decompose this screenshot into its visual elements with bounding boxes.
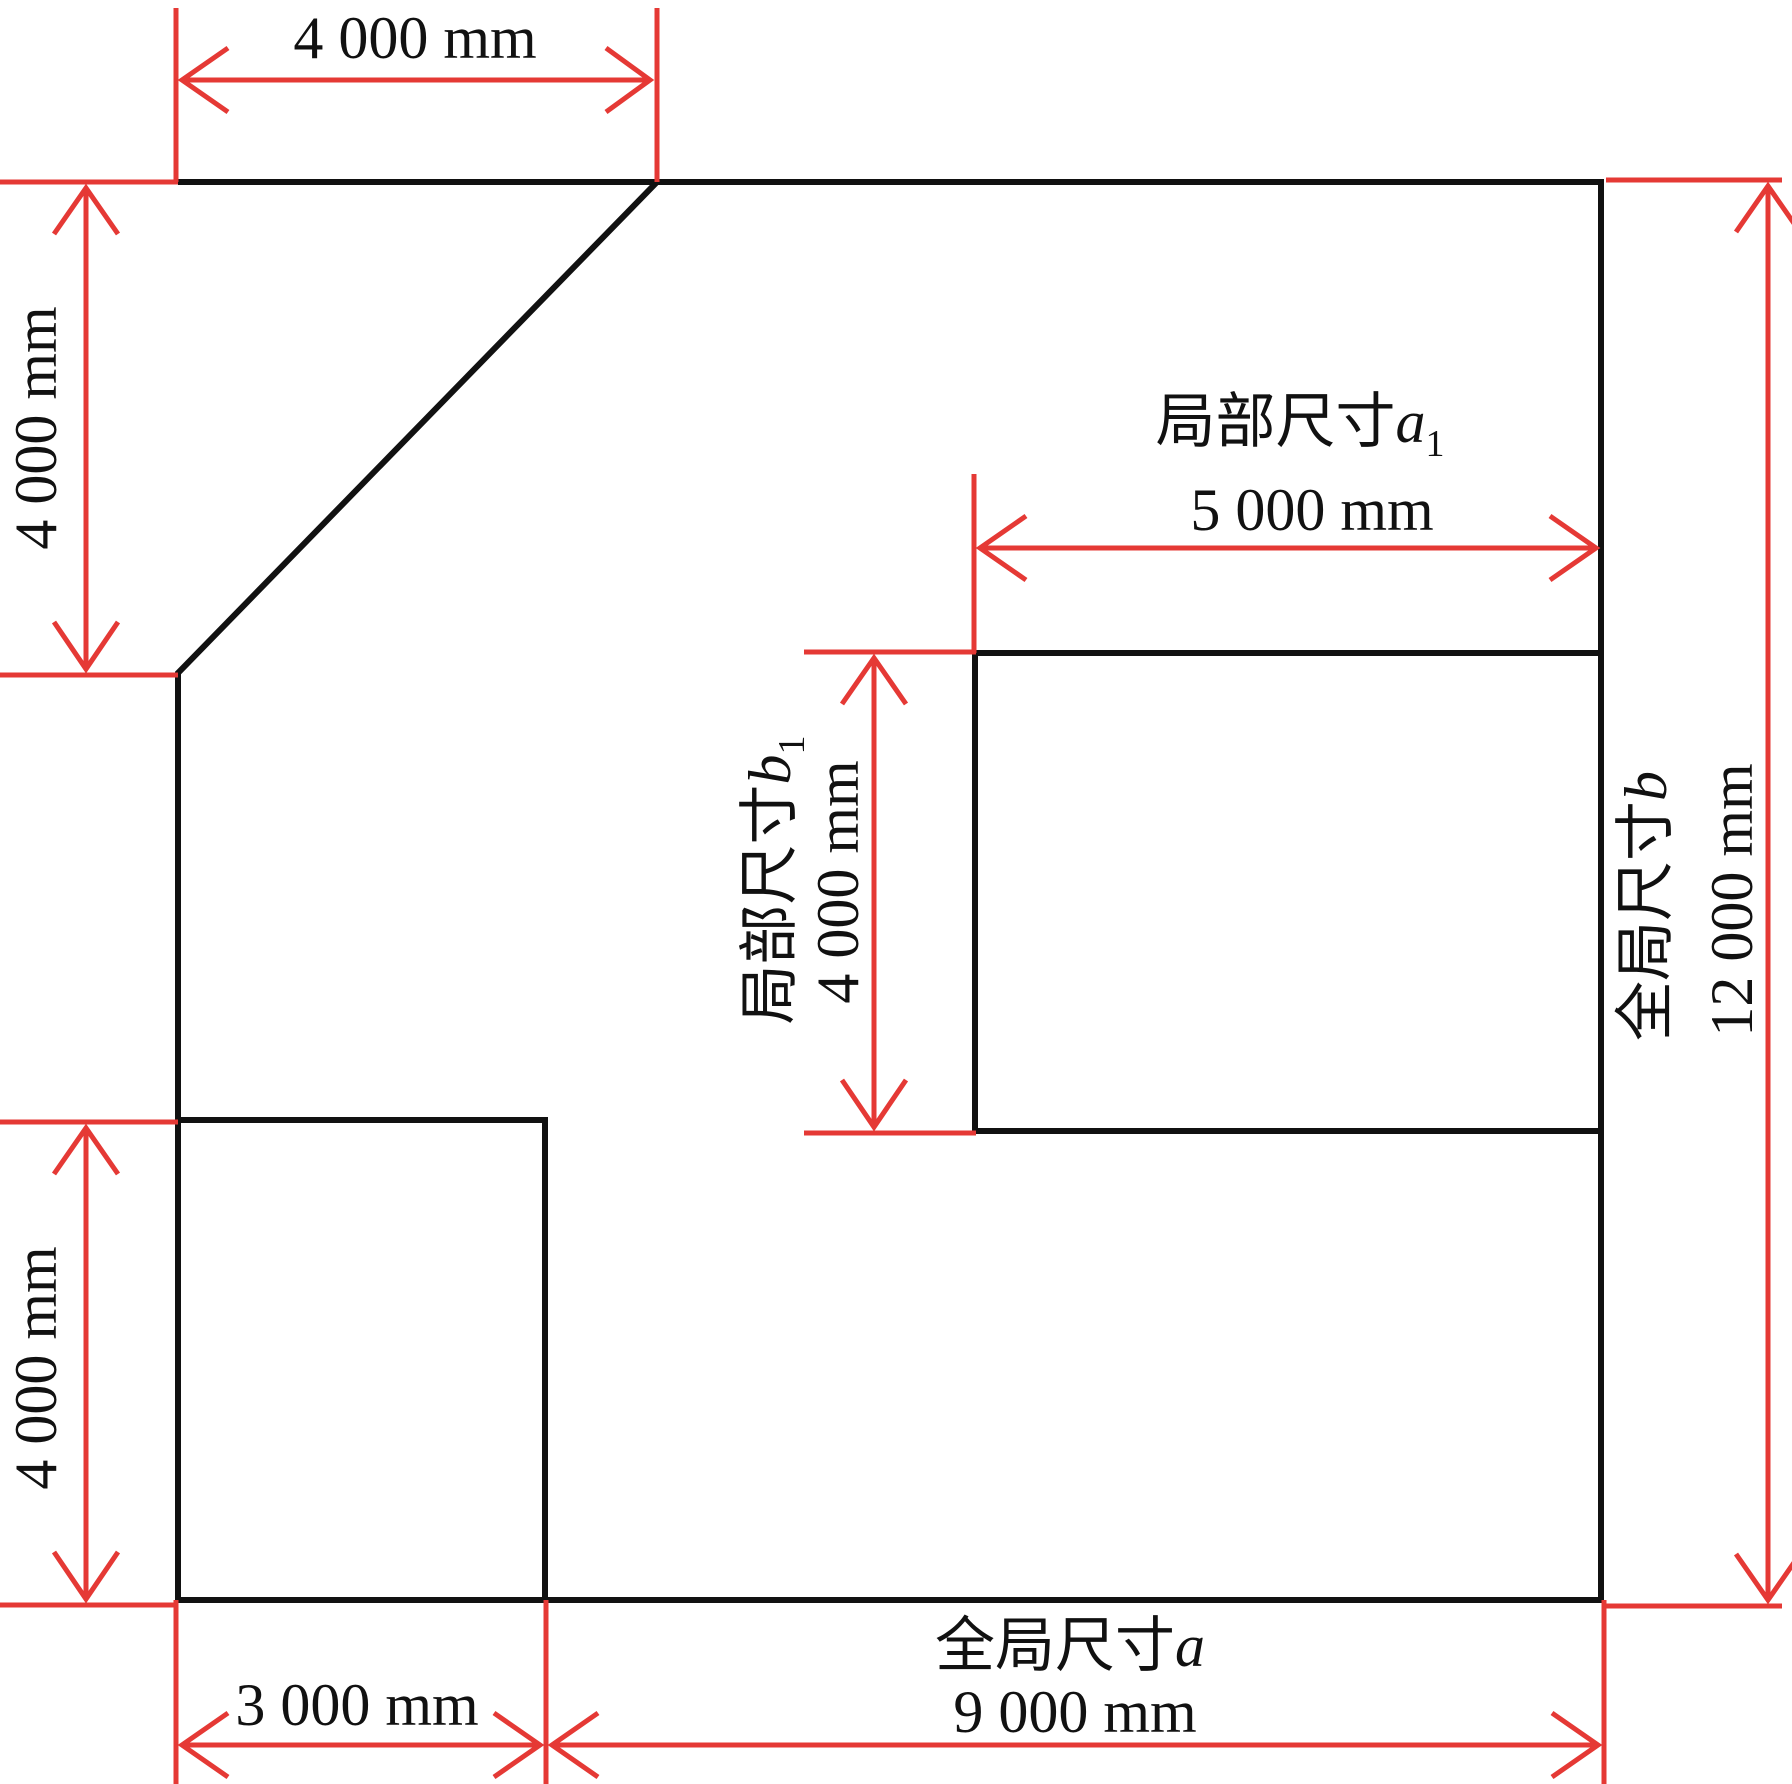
label-local-b1-value: 4 000 mm [805, 760, 871, 1003]
dim-left-bottom-height [0, 1119, 178, 1608]
label-global-b: 全局尺寸b [1613, 771, 1679, 1041]
local-b1-title: 局部尺寸 [737, 785, 803, 1025]
outer-boundary [175, 179, 1604, 1603]
local-a1-subscript: 1 [1426, 423, 1445, 465]
dim-bottom [173, 1600, 1607, 1784]
inner-rect-right [972, 650, 1604, 1134]
global-b-symbol: b [1613, 771, 1679, 801]
dimension-lines [0, 8, 1792, 1784]
dim-left-top-height [0, 179, 178, 678]
label-global-a: 全局尺寸a [935, 1613, 1205, 1679]
label-local-a1: 局部尺寸a1 [1156, 389, 1445, 465]
dim-local-b1 [804, 649, 976, 1136]
local-a1-title: 局部尺寸 [1156, 389, 1396, 455]
local-b1-subscript: 1 [771, 736, 813, 755]
label-top-width: 4 000 mm [293, 5, 536, 71]
label-local-b1: 局部尺寸b1 [737, 736, 813, 1025]
label-left-top-height: 4 000 mm [3, 306, 69, 549]
plan-outline [175, 179, 1604, 1603]
label-global-b-value: 12 000 mm [1699, 763, 1765, 1036]
label-local-a1-value: 5 000 mm [1190, 477, 1433, 543]
dim-right-global-height [1606, 177, 1792, 1609]
dim-local-a1 [971, 474, 1601, 653]
label-bottom-left-width: 3 000 mm [235, 1672, 478, 1738]
local-a1-symbol: a [1396, 389, 1426, 455]
label-left-bottom-height: 4 000 mm [3, 1246, 69, 1489]
label-global-a-value: 9 000 mm [953, 1679, 1196, 1745]
global-a-symbol: a [1175, 1613, 1205, 1679]
global-a-title: 全局尺寸 [935, 1613, 1175, 1679]
local-b1-symbol: b [737, 755, 803, 785]
global-b-title: 全局尺寸 [1613, 801, 1679, 1041]
dim-top-width [173, 8, 660, 182]
inner-rect-bottom-left [175, 1117, 548, 1603]
